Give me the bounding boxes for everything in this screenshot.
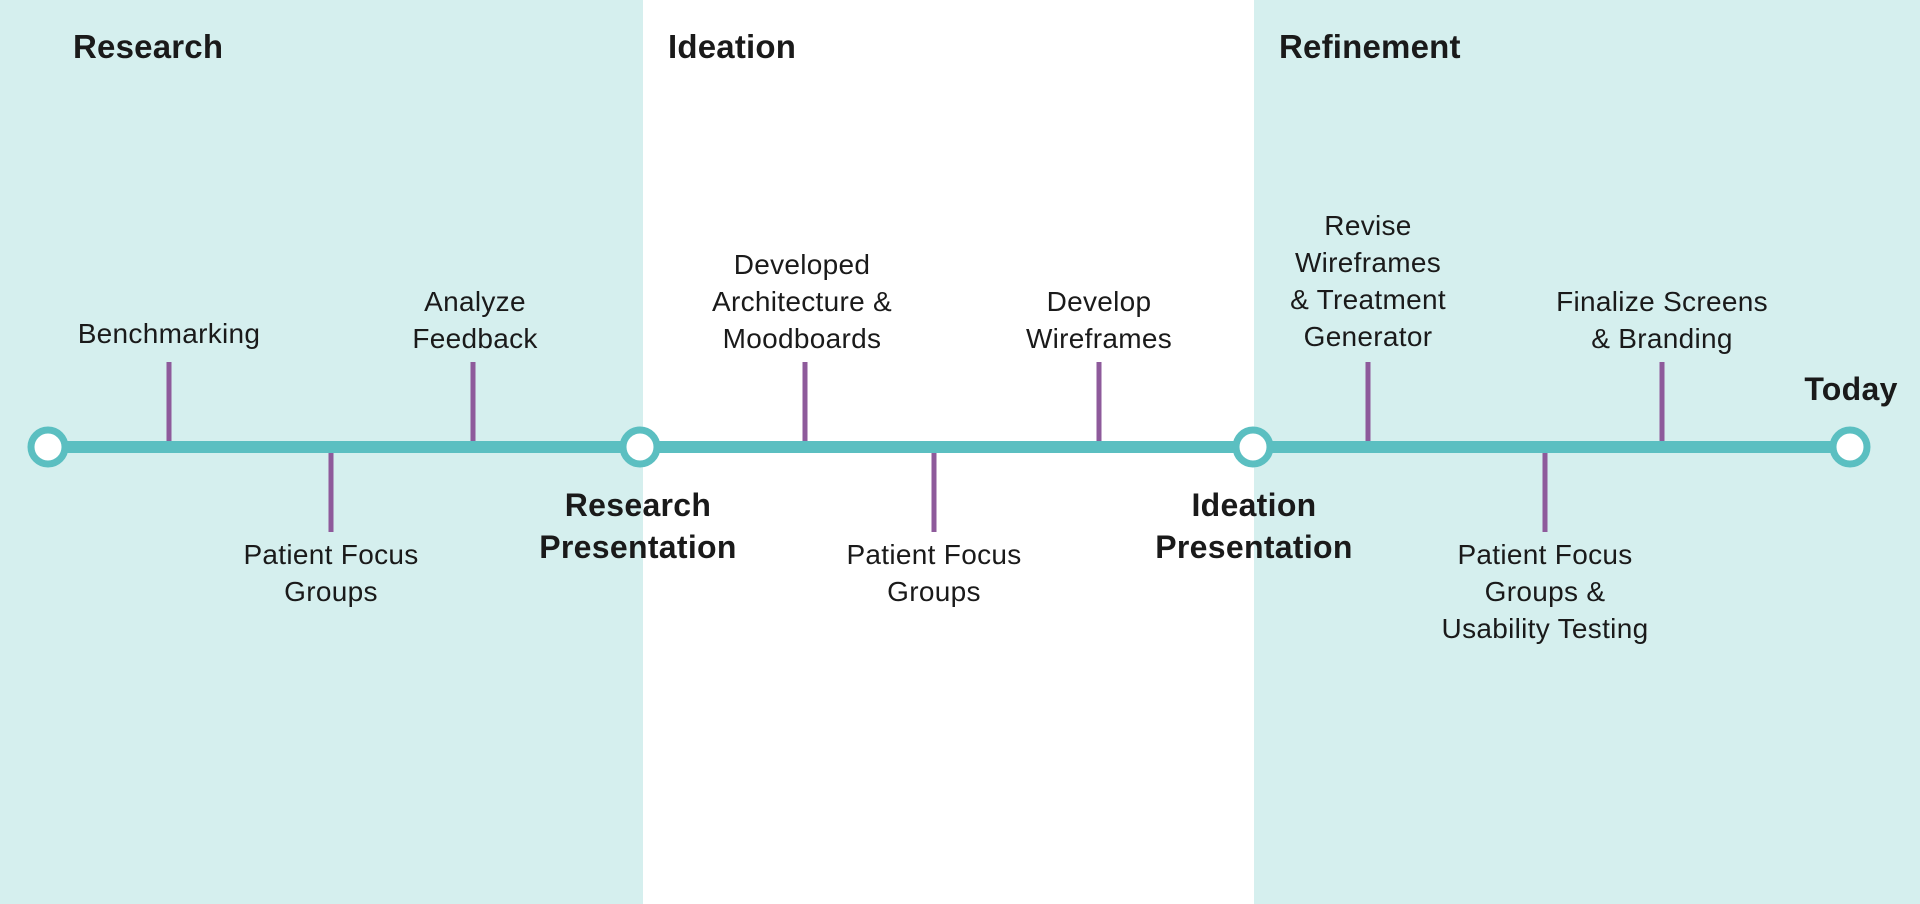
- phase-title-research: Research: [73, 28, 224, 65]
- activity-label-revise-wireframes: Revise Wireframes & Treatment Generator: [1290, 210, 1446, 352]
- activity-label-patient-focus-1: Patient Focus Groups: [243, 539, 419, 607]
- activity-label-analyze-feedback: Analyze Feedback: [412, 286, 538, 354]
- node-ideation-presentation: [1232, 426, 1274, 468]
- activity-label-develop-wireframes: Develop Wireframes: [1025, 286, 1173, 354]
- milestone-label-ideation-presentation: Ideation Presentation: [1155, 487, 1353, 565]
- node-today: [1829, 426, 1871, 468]
- phase-title-refinement: Refinement: [1279, 28, 1461, 65]
- activity-label-finalize-screens: Finalize Screens & Branding: [1556, 286, 1768, 354]
- milestone-label-research-presentation: Research Presentation: [539, 487, 737, 565]
- node-research-presentation: [619, 426, 661, 468]
- activity-label-patient-focus-3: Patient Focus Groups & Usability Testing: [1441, 539, 1649, 644]
- phase-title-ideation: Ideation: [668, 28, 797, 65]
- activity-label-patient-focus-2: Patient Focus Groups: [846, 539, 1022, 607]
- activity-label-developed-arch: Developed Architecture & Moodboards: [711, 249, 893, 354]
- milestone-label-today: Today: [1804, 371, 1898, 407]
- activity-label-benchmarking: Benchmarking: [77, 318, 261, 349]
- timeline-start-node: [27, 426, 69, 468]
